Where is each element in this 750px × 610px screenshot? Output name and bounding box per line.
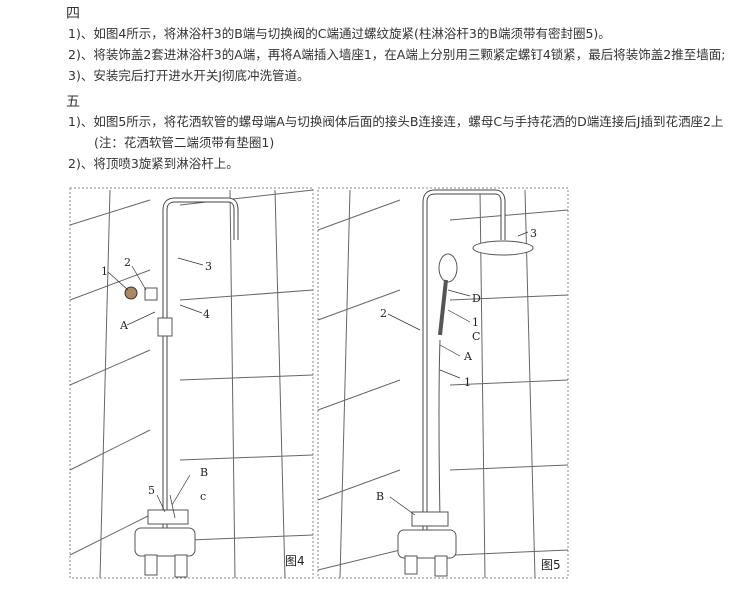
figure-5	[317, 187, 569, 579]
fig5-label-a: A	[463, 350, 473, 363]
fig4-label-b: B	[200, 466, 208, 479]
fig4-label-5: 5	[148, 484, 155, 497]
figure-4	[69, 187, 314, 579]
fig5-label-2: 2	[380, 307, 387, 320]
section-5-heading: 五	[66, 94, 80, 110]
section-4-step-3: 3)、安装完后打开进水开关J彻底冲洗管道。	[68, 68, 310, 83]
fig5-label-1b: 1	[464, 376, 471, 389]
section-4-step-1: 1)、如图4所示，将淋浴杆3的B端与切换阀的C端通过螺纹旋紧(柱淋浴杆3的B端须…	[68, 26, 611, 41]
fig5-label-1: 1	[472, 316, 479, 329]
section-4-heading: 四	[66, 6, 80, 22]
section-5-step-2: 2)、将顶喷3旋紧到淋浴杆上。	[68, 156, 239, 171]
section-5-step-1: 1)、如图5所示，将花洒软管的螺母端A与切换阀体后面的接头B连接连，螺母C与手持…	[68, 114, 724, 129]
fig4-label-2: 2	[124, 256, 131, 269]
fig5-label-3: 3	[530, 227, 537, 240]
fig4-label-4: 4	[203, 308, 210, 321]
fig4-label-1: 1	[101, 265, 108, 278]
fig4-label-a: A	[119, 319, 129, 332]
fig5-label-b: B	[376, 490, 384, 503]
fig5-label-d: D	[472, 292, 481, 305]
fig5-label-c: C	[472, 330, 480, 343]
figure-4-caption: 图4	[285, 554, 305, 568]
figure-5-caption: 图5	[541, 558, 561, 572]
fig4-label-3: 3	[205, 260, 212, 273]
fig4-label-c: c	[200, 490, 206, 503]
section-5-note: (注：花洒软管二端须带有垫圈1)	[94, 135, 275, 150]
section-4-step-2: 2)、将装饰盖2套进淋浴杆3的A端，再将A端插入墙座1，在A端上分别用三颗紧定螺…	[68, 47, 726, 62]
